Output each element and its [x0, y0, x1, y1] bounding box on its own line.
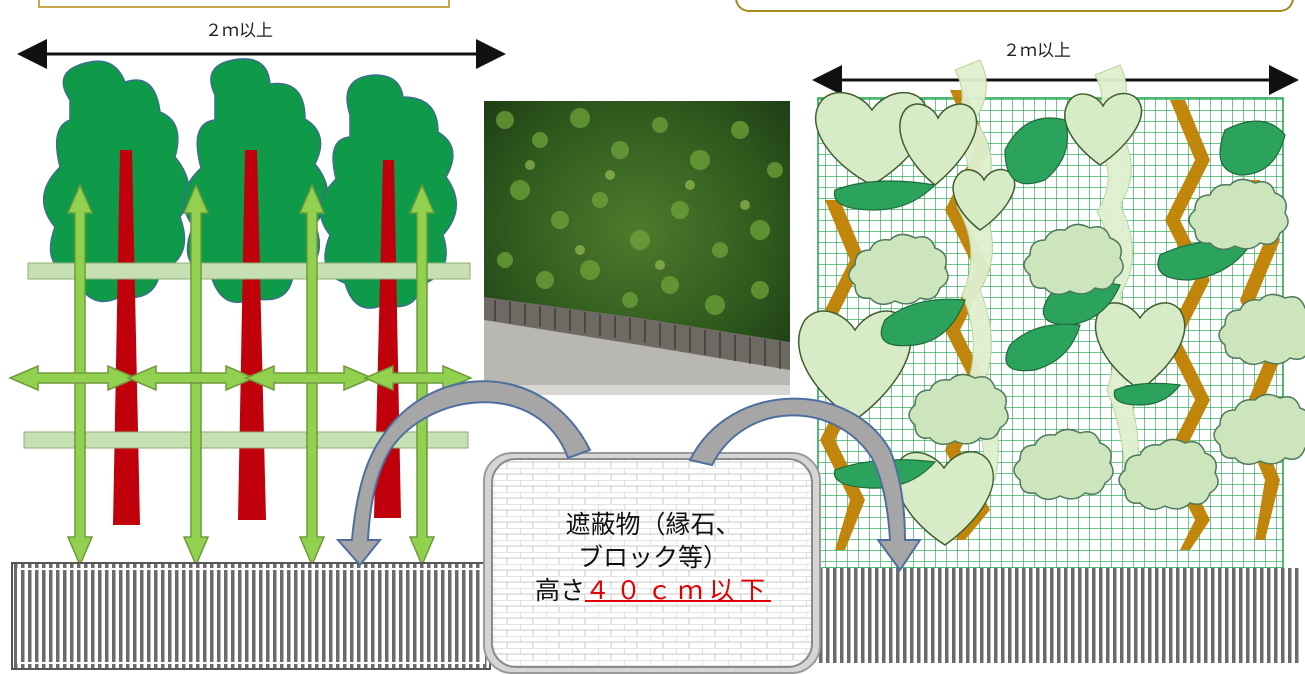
- right-curb-block: [812, 568, 1300, 663]
- note-line-3: 高さ４０ｃｍ以下: [498, 574, 808, 607]
- cloud-leaf-7: [1213, 393, 1305, 466]
- heart-leaf-4: [952, 168, 1016, 231]
- trunk-2: [238, 150, 266, 520]
- left-width-label: ２ｍ以上: [205, 21, 273, 41]
- drop-leaf-1: [1004, 117, 1069, 185]
- h-arrow-1: [8, 364, 138, 392]
- height-prefix: 高さ: [534, 576, 585, 605]
- curved-arrow-right: [688, 397, 922, 572]
- drop-leaf-2: [1219, 120, 1286, 176]
- left-curb-block: [11, 562, 491, 670]
- drop-leaf-4: [880, 298, 966, 347]
- heart-leaf-2: [899, 103, 978, 186]
- drop-leaf-6: [1157, 241, 1251, 281]
- cloud-leaf-1: [848, 233, 949, 306]
- lower-bar: [23, 431, 469, 449]
- upper-bar: [27, 262, 471, 280]
- cloud-leaf-4: [1218, 293, 1305, 366]
- cloud-leaf-2: [1023, 223, 1124, 296]
- cloud-leaf-5: [908, 373, 1009, 446]
- top-left-banner-edge: [38, 0, 450, 8]
- heart-leaf-6: [1094, 302, 1186, 391]
- vine-brown-2: [1165, 100, 1210, 550]
- obstruction-note: 遮蔽物（縁石、 ブロック等） 高さ４０ｃｍ以下: [498, 508, 808, 607]
- hedge-photo: [484, 101, 790, 395]
- cloud-leaf-6: [1013, 428, 1114, 501]
- right-width-label: ２ｍ以上: [1003, 41, 1071, 61]
- drop-leaf-5: [1005, 323, 1081, 372]
- brick-callout: [491, 458, 813, 668]
- h-arrow-4: [363, 364, 473, 392]
- curved-arrow-left: [335, 380, 592, 567]
- drop-leaf-8: [833, 180, 937, 211]
- note-line-1: 遮蔽物（縁石、: [565, 510, 741, 539]
- cloud-leaf-3: [1188, 178, 1289, 251]
- trunk-1: [113, 150, 140, 525]
- cloud-leaf-8: [1118, 438, 1219, 511]
- note-line-2: ブロック等）: [577, 543, 728, 572]
- height-value: ４０ｃｍ以下: [585, 576, 772, 605]
- drop-leaf-7: [1113, 382, 1182, 406]
- vine-brown-3: [820, 200, 865, 550]
